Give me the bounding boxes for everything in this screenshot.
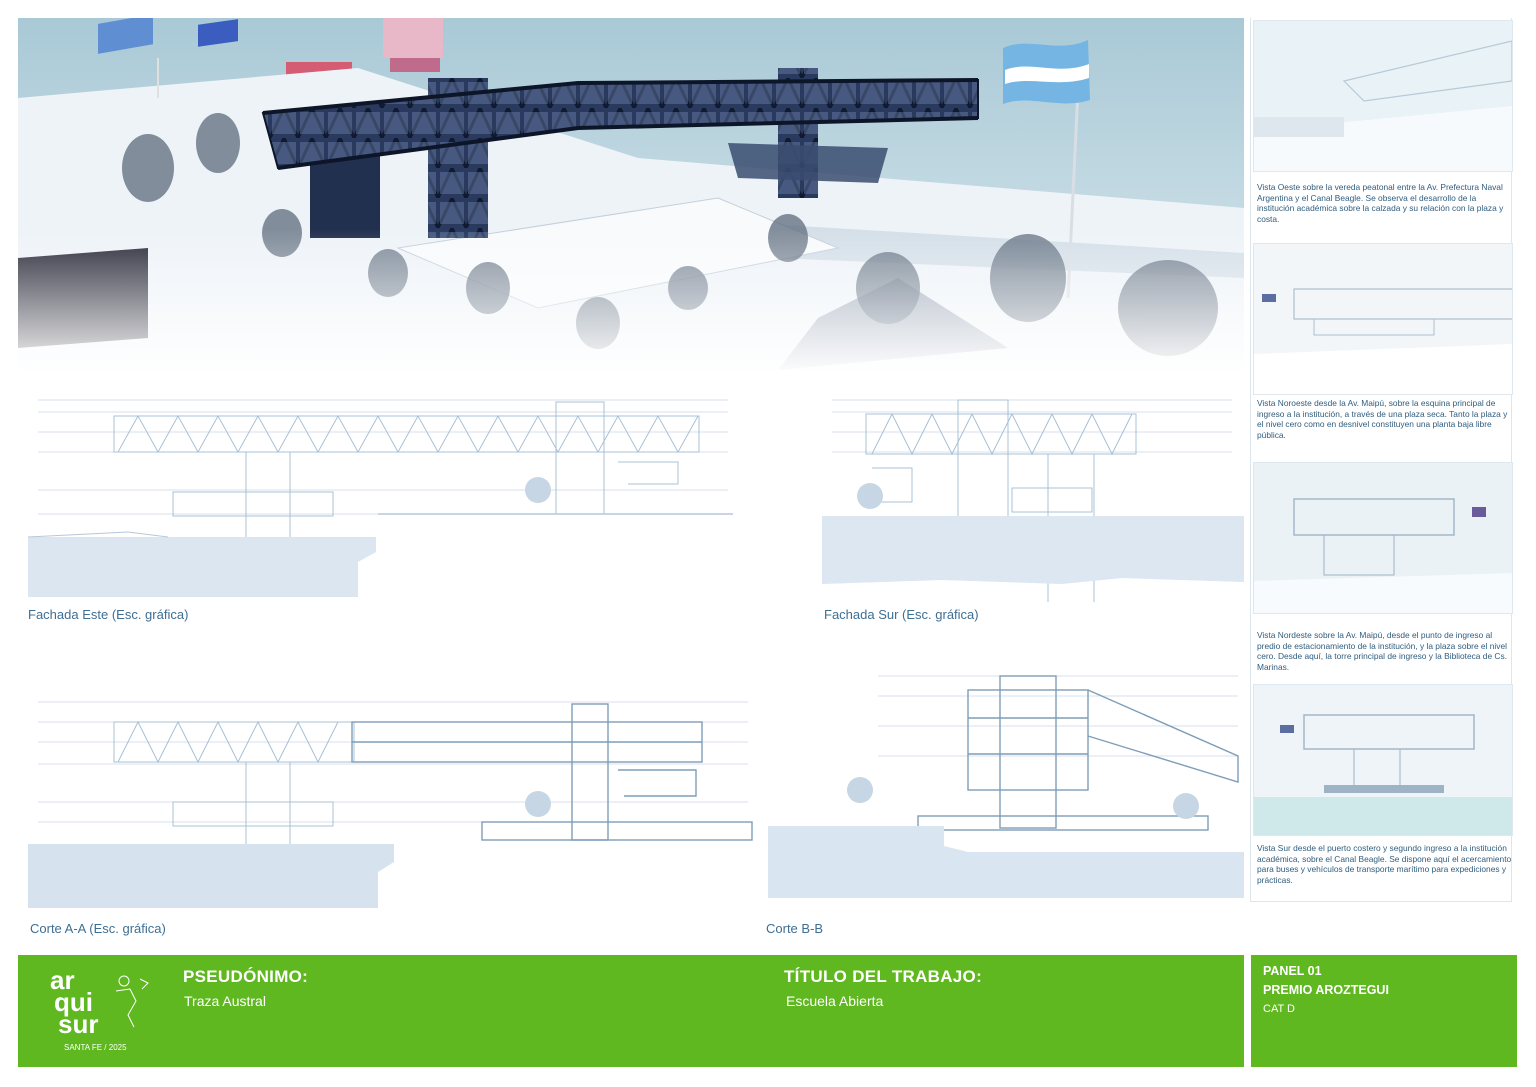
vista-oeste-image (1253, 20, 1513, 172)
caption-corte-bb: Corte B-B (766, 921, 824, 936)
titulo-value: Escuela Abierta (786, 993, 884, 1009)
caption-fachada-sur: Fachada Sur (Esc. gráfica) (824, 607, 979, 622)
vista-nordeste-caption: Vista Nordeste sobre la Av. Maipú, desde… (1257, 630, 1508, 672)
panel-number: PANEL 01 (1263, 964, 1322, 978)
pseudonimo-label: PSEUDÓNIMO: (183, 967, 309, 986)
fachada-sur-drawing (822, 392, 1244, 602)
logo-emblem-icon (115, 975, 149, 1028)
arquisur-logo-qui: qui (54, 987, 93, 1017)
fachada-este-drawing (28, 392, 738, 602)
premio-label: PREMIO AROZTEGUI (1263, 983, 1389, 997)
vista-sur-caption: Vista Sur desde el puerto costero y segu… (1257, 843, 1512, 885)
arquisur-logo-sur: sur (58, 1009, 99, 1039)
corte-bb-drawing (768, 666, 1244, 898)
vista-noroeste-caption: Vista Noroeste desde la Av. Maipú, sobre… (1257, 398, 1508, 440)
titulo-label: TÍTULO DEL TRABAJO: (784, 967, 983, 986)
arquisur-logo-ar: ar (50, 965, 75, 995)
footer-panel-block: PANEL 01 PREMIO AROZTEGUI CAT D (1251, 955, 1517, 1067)
footer-title-block: ar qui sur SANTA FE / 2025 PSEUDÓNIMO: T… (18, 955, 1244, 1067)
caption-fachada-este: Fachada Este (Esc. gráfica) (28, 607, 189, 622)
pseudonimo-value: Traza Austral (184, 993, 266, 1009)
categoria-label: CAT D (1263, 1003, 1295, 1015)
arquisur-logo: ar qui sur SANTA FE / 2025 (50, 965, 160, 1059)
vista-sur-image (1253, 684, 1513, 836)
corte-aa-drawing (28, 694, 754, 908)
caption-corte-aa: Corte A-A (Esc. gráfica) (30, 921, 166, 936)
vista-oeste-caption: Vista Oeste sobre la vereda peatonal ent… (1257, 182, 1504, 224)
hero-render-image (18, 18, 1244, 370)
vista-noroeste-image (1253, 243, 1513, 395)
arquisur-logo-edition: SANTA FE / 2025 (64, 1043, 127, 1052)
vistas-column (1250, 18, 1512, 902)
vista-nordeste-image (1253, 462, 1513, 614)
